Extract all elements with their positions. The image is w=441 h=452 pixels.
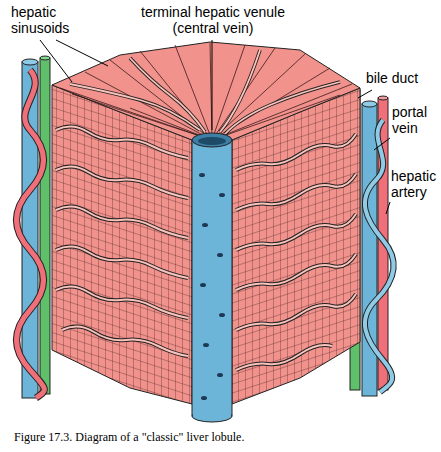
sinusoid-label: hepatic sinusoids [10,4,82,36]
bile-duct-label: bile duct [365,70,433,86]
left-portal-triad [17,56,51,398]
top-surface [52,42,360,140]
central-vein [192,133,232,422]
leader-lines [40,40,390,214]
right-face [232,88,360,404]
left-face [52,85,192,404]
portal-vein-label: portal vein [391,104,439,136]
hepatic-artery-label: hepatic artery [390,168,439,200]
central-vein-label: terminal hepatic venule (central vein) [122,4,304,36]
top-sinusoids [70,50,340,134]
hepatic-plates [60,43,352,140]
figure-caption: Figure 17.3. Diagram of a "classic" live… [14,430,434,444]
